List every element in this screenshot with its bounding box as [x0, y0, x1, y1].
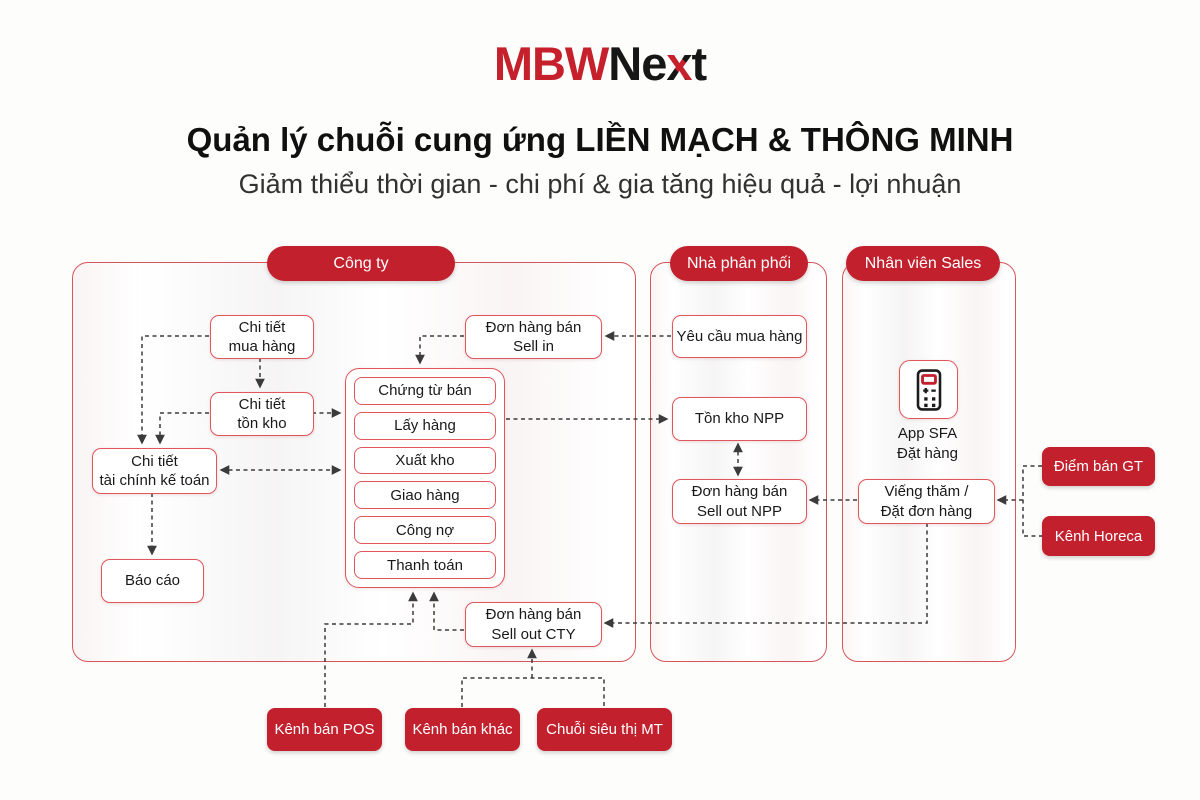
group-sales-process: Chứng từ bán Lấy hàng Xuất kho Giao hàng… — [345, 368, 505, 588]
app-icon-box — [899, 360, 958, 419]
pill-sales: Nhân viên Sales — [846, 246, 1000, 281]
box-kenh-horeca: Kênh Horeca — [1042, 516, 1155, 556]
box-purchase-request: Yêu cầu mua hàng — [672, 315, 807, 358]
box-report: Báo cáo — [101, 559, 204, 603]
logo-next-text: Next — [608, 37, 707, 90]
box-npp-inventory: Tồn kho NPP — [672, 397, 807, 441]
process-item: Chứng từ bán — [354, 377, 496, 405]
process-item: Thanh toán — [354, 551, 496, 579]
page-subtitle: Giảm thiểu thời gian - chi phí & gia tăn… — [238, 169, 962, 199]
pill-company: Công ty — [267, 246, 455, 281]
logo-mbw-text: MBW — [493, 37, 609, 90]
box-purchase-detail: Chi tiết mua hàng — [210, 315, 314, 359]
process-item: Xuất kho — [354, 446, 496, 475]
process-item: Giao hàng — [354, 481, 496, 510]
page-title: Quản lý chuỗi cung ứng LIỀN MẠCH & THÔNG… — [186, 121, 1014, 158]
box-inventory-detail: Chi tiết tồn kho — [210, 392, 314, 436]
box-kenh-ban-pos: Kênh bán POS — [267, 708, 382, 751]
box-sell-in: Đơn hàng bán Sell in — [465, 315, 602, 359]
box-diem-ban-gt: Điểm bán GT — [1042, 447, 1155, 486]
box-sell-out-npp: Đơn hàng bán Sell out NPP — [672, 479, 807, 524]
box-kenh-ban-khac: Kênh bán khác — [405, 708, 520, 751]
logo-x-accent: x — [666, 37, 692, 90]
box-finance-detail: Chi tiết tài chính kế toán — [92, 448, 217, 494]
connector-other-mt — [461, 677, 605, 707]
mbw-next-logo: MBWNext — [0, 36, 1200, 91]
connector-gt-horeca — [1022, 465, 1042, 537]
box-chuoi-sieu-thi-mt: Chuỗi siêu thị MT — [537, 708, 672, 751]
calculator-icon — [916, 368, 941, 411]
process-item: Lấy hàng — [354, 411, 496, 440]
process-item: Công nợ — [354, 516, 496, 545]
app-sfa-label: App SFA Đặt hàng — [897, 425, 958, 462]
box-sell-out-cty: Đơn hàng bán Sell out CTY — [465, 602, 602, 647]
pill-distributor: Nhà phân phối — [670, 246, 808, 281]
box-visit-order: Viếng thăm / Đặt đơn hàng — [858, 479, 995, 524]
